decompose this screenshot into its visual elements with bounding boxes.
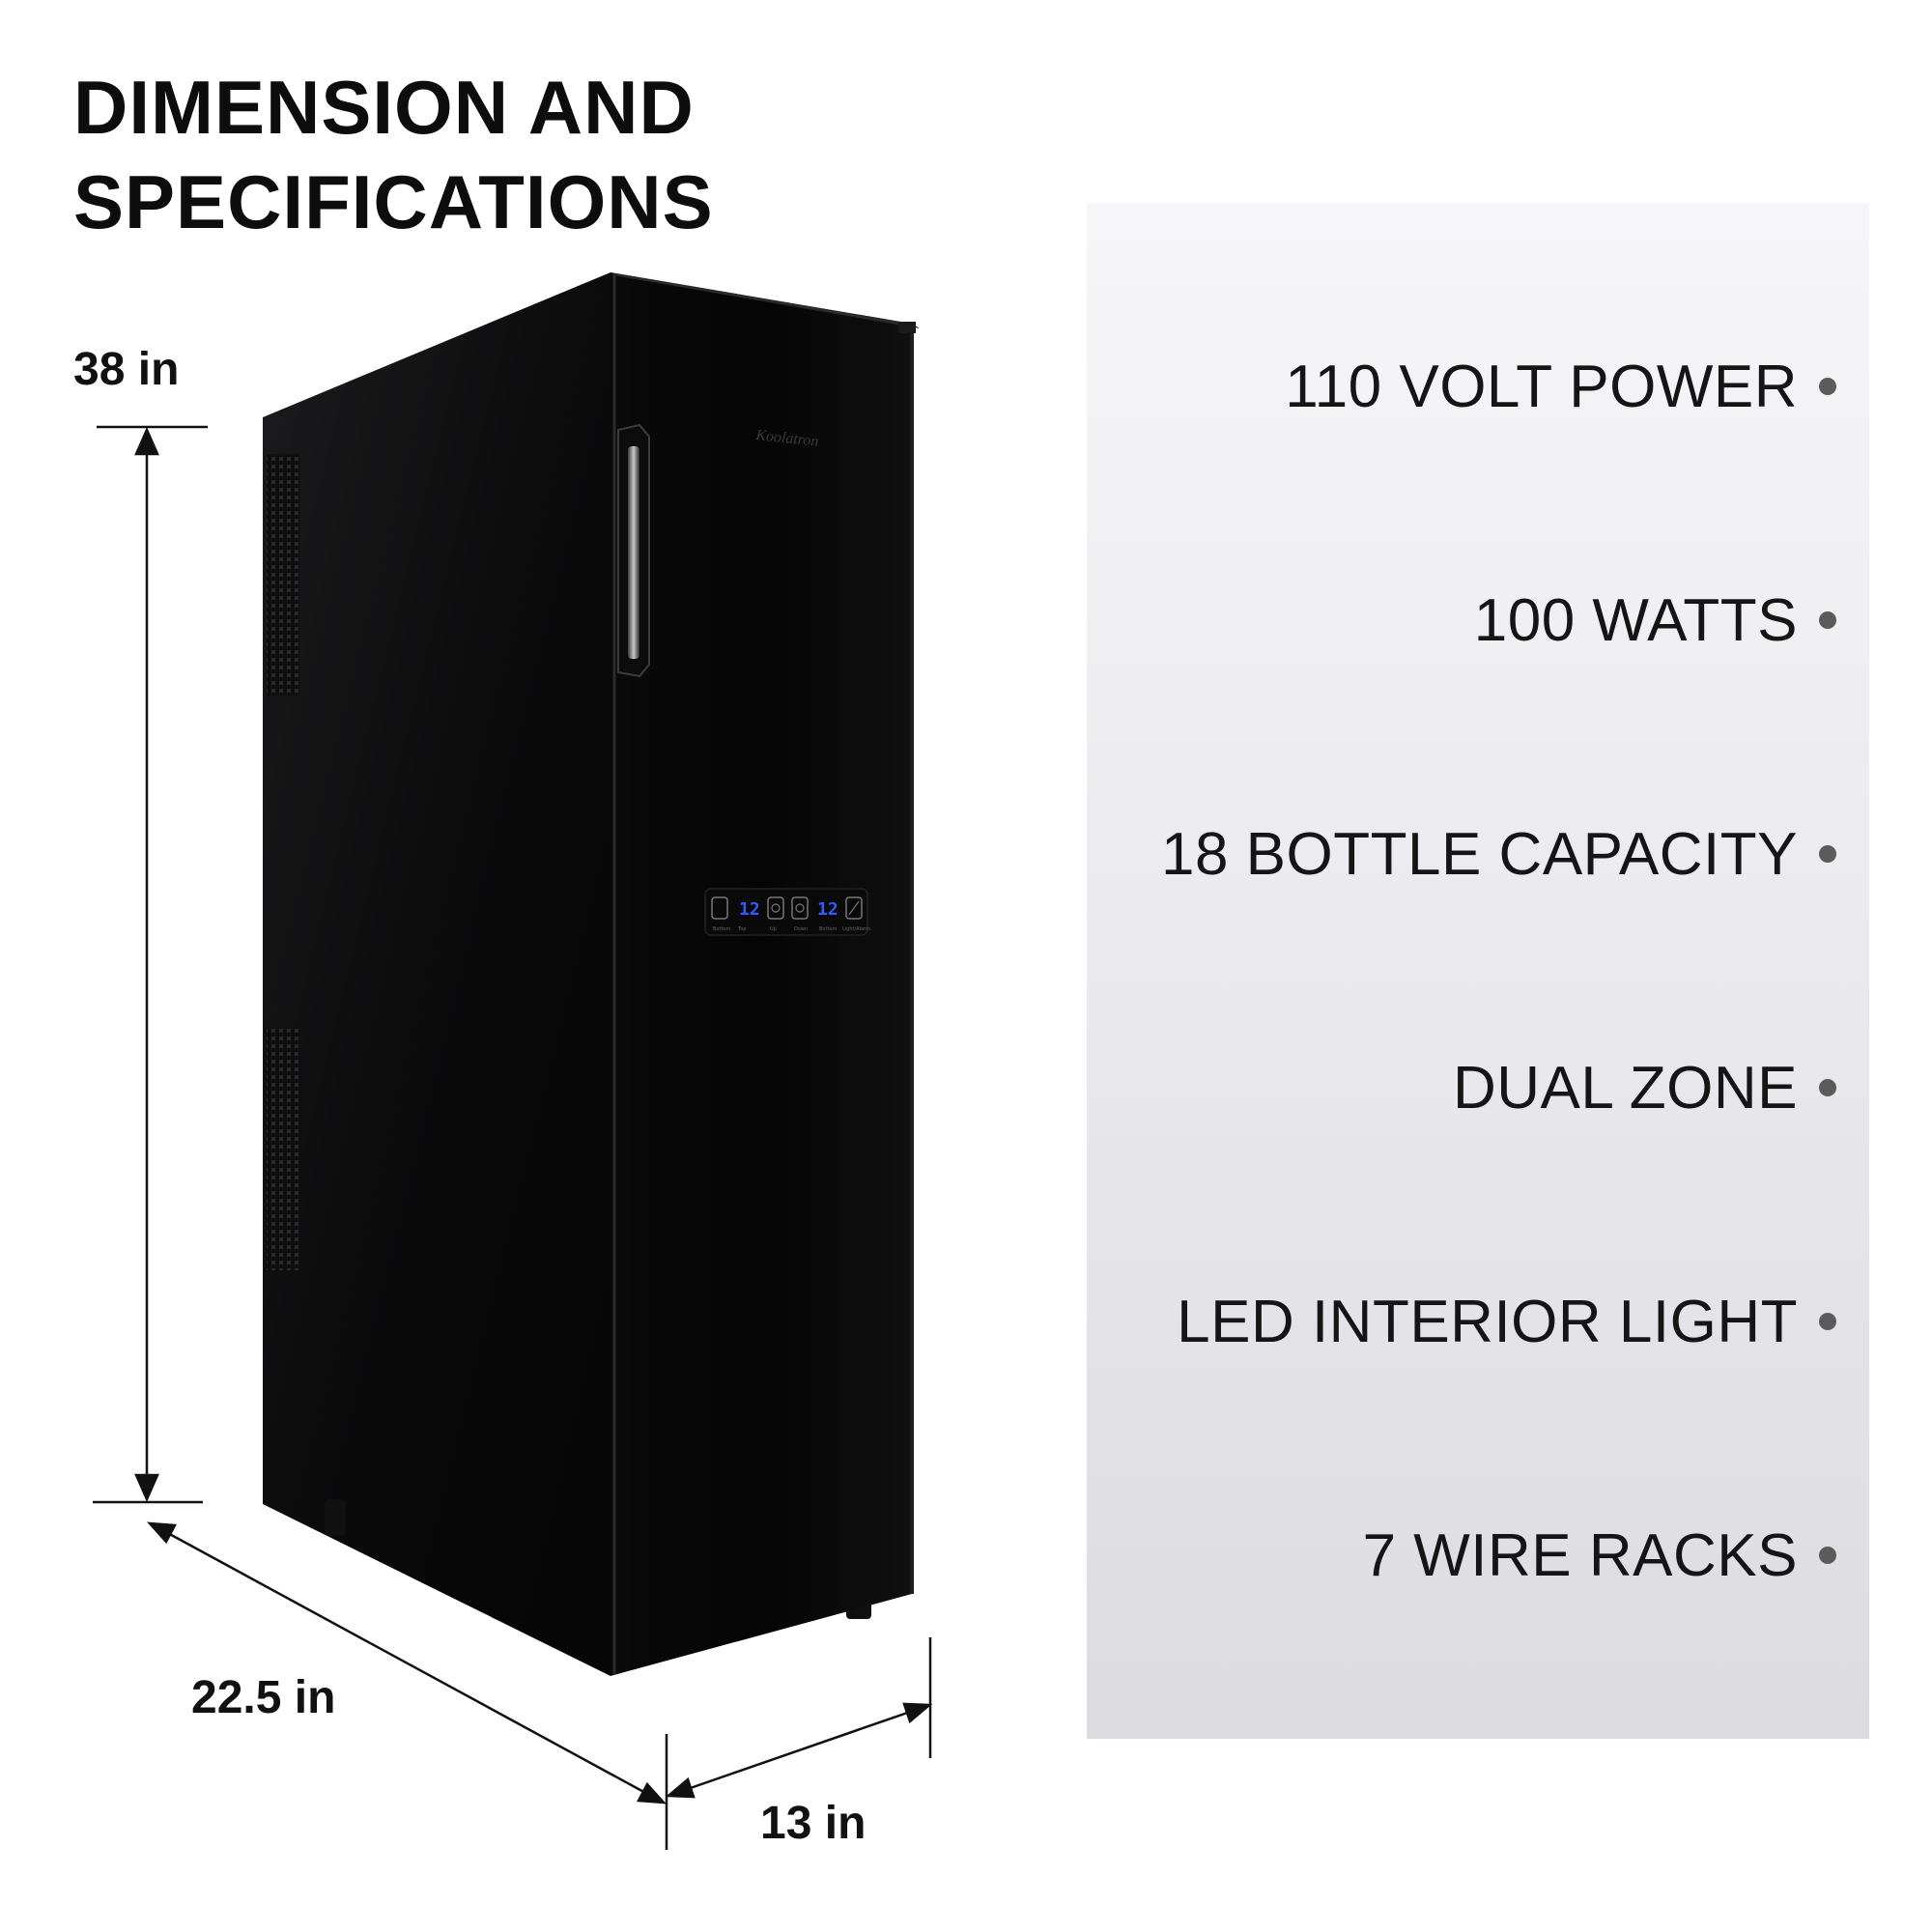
cooler-side-panel	[263, 272, 611, 1676]
top-zone-temperature-display: 12	[739, 899, 760, 920]
depth-label: 22.5 in	[191, 1672, 336, 1723]
vent-grille-bottom	[267, 1029, 299, 1270]
spec-text: LED INTERIOR LIGHT	[1177, 1288, 1798, 1355]
brand-logo: Koolatron	[754, 427, 820, 450]
width-dimension-line	[665, 1637, 933, 1850]
control-button-label: Light/Alarm	[842, 926, 870, 932]
depth-dimension-line	[146, 1521, 668, 1804]
spec-text: 110 VOLT POWER	[1285, 353, 1798, 420]
vent-grille-top	[267, 454, 299, 696]
control-button-label: Bottom	[819, 926, 837, 932]
control-button-labels: Bottom Top Up Down Bottom Light/Alarm	[713, 926, 870, 932]
control-button-label: Down	[794, 926, 808, 932]
spec-item: 18 BOTTLE CAPACITY	[1161, 815, 1836, 893]
bullet-icon	[1819, 1079, 1836, 1096]
spec-text: 7 WIRE RACKS	[1362, 1521, 1798, 1589]
spec-item: 100 WATTS	[1474, 582, 1836, 659]
page-title-line-1: DIMENSION AND	[73, 65, 695, 150]
bottom-zone-temperature-display: 12	[817, 899, 838, 920]
specifications-panel: 110 VOLT POWER 100 WATTS 18 BOTTLE CAPAC…	[1087, 203, 1869, 1739]
height-label: 38 in	[73, 344, 180, 395]
spec-item: DUAL ZONE	[1453, 1049, 1836, 1126]
control-button-label: Up	[770, 926, 777, 932]
bullet-icon	[1819, 1547, 1836, 1564]
bullet-icon	[1819, 845, 1836, 863]
control-button	[845, 896, 863, 920]
control-button-label: Top	[737, 926, 746, 932]
page-title: DIMENSION AND SPECIFICATIONS	[73, 60, 714, 249]
control-button	[791, 896, 809, 920]
spec-text: DUAL ZONE	[1452, 1054, 1798, 1122]
cooler-door	[611, 272, 920, 1676]
door-handle	[617, 423, 650, 678]
page-title-line-2: SPECIFICATIONS	[73, 159, 714, 244]
control-button	[711, 896, 728, 920]
bullet-icon	[1819, 378, 1836, 395]
control-button-label: Bottom	[713, 926, 730, 932]
control-panel: 12 12 Bottom Top Up Down Bottom Light/Alarm	[704, 888, 870, 936]
control-button	[767, 896, 784, 920]
spec-text: 18 BOTTLE CAPACITY	[1160, 820, 1798, 888]
height-dimension-line	[93, 425, 208, 1504]
spec-item: LED INTERIOR LIGHT	[1177, 1283, 1836, 1360]
spec-text: 100 WATTS	[1473, 586, 1798, 654]
spec-item: 7 WIRE RACKS	[1363, 1517, 1836, 1594]
cooler-foot	[325, 1499, 346, 1536]
width-label: 13 in	[760, 1798, 867, 1849]
bullet-icon	[1819, 1313, 1836, 1330]
bullet-icon	[1819, 611, 1836, 629]
spec-item: 110 VOLT POWER	[1285, 348, 1836, 425]
